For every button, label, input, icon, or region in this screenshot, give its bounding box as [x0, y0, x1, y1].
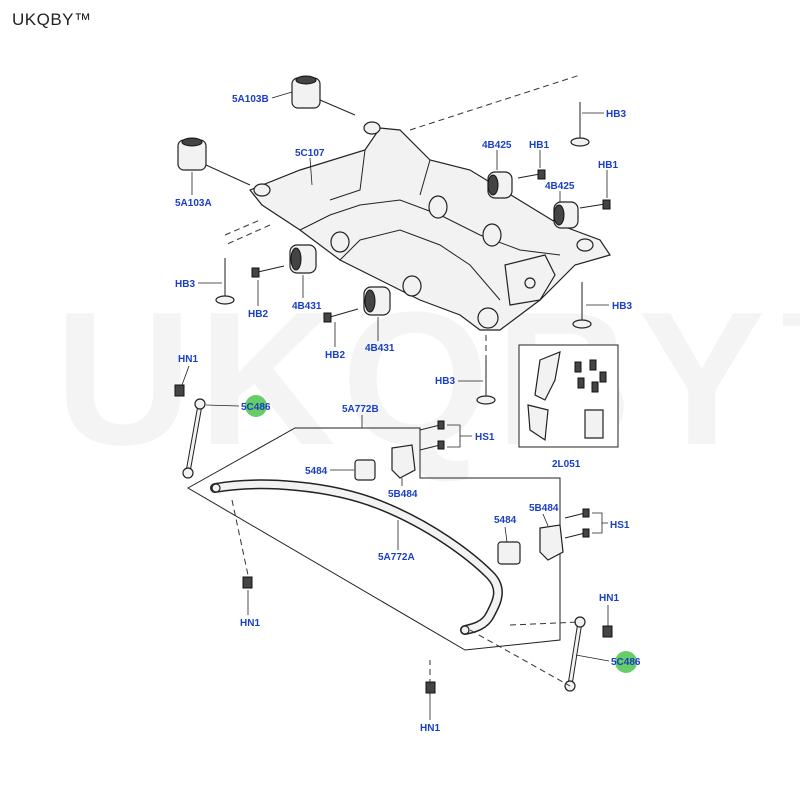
- bush-5484-top[interactable]: [354, 459, 376, 481]
- bolt-HB3-left[interactable]: [215, 258, 235, 305]
- label-HB1-left: HB1: [529, 140, 549, 151]
- rear-subframe[interactable]: [249, 121, 611, 331]
- bush-4B425-right[interactable]: [553, 201, 579, 229]
- highlight-marker-left: [245, 395, 267, 417]
- bush-5A103A[interactable]: [177, 137, 251, 186]
- label-5C486-right: 5C486: [611, 657, 641, 668]
- bush-5484-right[interactable]: [497, 541, 521, 565]
- bolt-HB3-top[interactable]: [570, 102, 590, 147]
- kit-2L051[interactable]: [518, 344, 619, 448]
- label-5A103A: 5A103A: [175, 198, 212, 209]
- link-5C486-right[interactable]: [564, 616, 586, 692]
- bush-4B431-left[interactable]: [289, 244, 317, 274]
- bolt-HS1-top[interactable]: [419, 420, 445, 451]
- bolt-HB1-right[interactable]: [579, 199, 611, 210]
- label-HB3-left: HB3: [175, 279, 195, 290]
- bolt-HB1-left[interactable]: [517, 169, 546, 180]
- bush-4B425-left[interactable]: [487, 171, 513, 199]
- bolt-HB2-right[interactable]: [323, 308, 359, 323]
- label-4B431-right: 4B431: [365, 343, 395, 354]
- label-5484-top: 5484: [305, 466, 328, 477]
- label-5A103B: 5A103B: [232, 94, 269, 105]
- label-HN1-left: HN1: [240, 618, 260, 629]
- label-HB2-left: HB2: [248, 309, 268, 320]
- label-HS1-right: HS1: [610, 520, 630, 531]
- label-5C107: 5C107: [295, 148, 325, 159]
- nut-HN1-right[interactable]: [602, 625, 613, 638]
- label-HN1-topleft: HN1: [178, 354, 198, 365]
- nut-HN1-topleft[interactable]: [174, 384, 185, 397]
- label-4B425-right: 4B425: [545, 181, 575, 192]
- bush-5A103B[interactable]: [291, 75, 356, 116]
- label-5B484-right: 5B484: [529, 503, 559, 514]
- highlight-marker-right: [615, 651, 637, 673]
- label-HN1-right: HN1: [599, 593, 619, 604]
- bolt-HB2-left[interactable]: [251, 265, 285, 278]
- label-HB3-top: HB3: [606, 109, 626, 120]
- label-5484-right: 5484: [494, 515, 517, 526]
- label-HN1-bottom: HN1: [420, 723, 440, 734]
- label-HS1-top: HS1: [475, 432, 495, 443]
- label-5A772A: 5A772A: [378, 552, 415, 563]
- label-2L051: 2L051: [552, 459, 581, 470]
- bolt-HB3-lower[interactable]: [476, 360, 496, 405]
- label-HB3-right: HB3: [612, 301, 632, 312]
- label-4B431-left: 4B431: [292, 301, 322, 312]
- bolt-HB3-right[interactable]: [572, 282, 592, 329]
- label-5A772B: 5A772B: [342, 404, 379, 415]
- bush-4B431-right[interactable]: [363, 286, 391, 316]
- label-5C486-left: 5C486: [241, 402, 271, 413]
- label-HB1-right: HB1: [598, 160, 618, 171]
- nut-HN1-left[interactable]: [242, 576, 253, 589]
- link-5C486-left[interactable]: [182, 398, 206, 479]
- bolt-HS1-right[interactable]: [564, 508, 590, 539]
- stabilizer-bar-5A772A[interactable]: [210, 479, 503, 635]
- clamp-5B484-top[interactable]: [391, 444, 416, 479]
- label-5B484-top: 5B484: [388, 489, 418, 500]
- clamp-5B484-right[interactable]: [539, 524, 564, 561]
- brand-name: UKQBY™: [12, 10, 92, 29]
- label-HB3-lower: HB3: [435, 376, 455, 387]
- label-HB2-right: HB2: [325, 350, 345, 361]
- label-4B425-left: 4B425: [482, 140, 512, 151]
